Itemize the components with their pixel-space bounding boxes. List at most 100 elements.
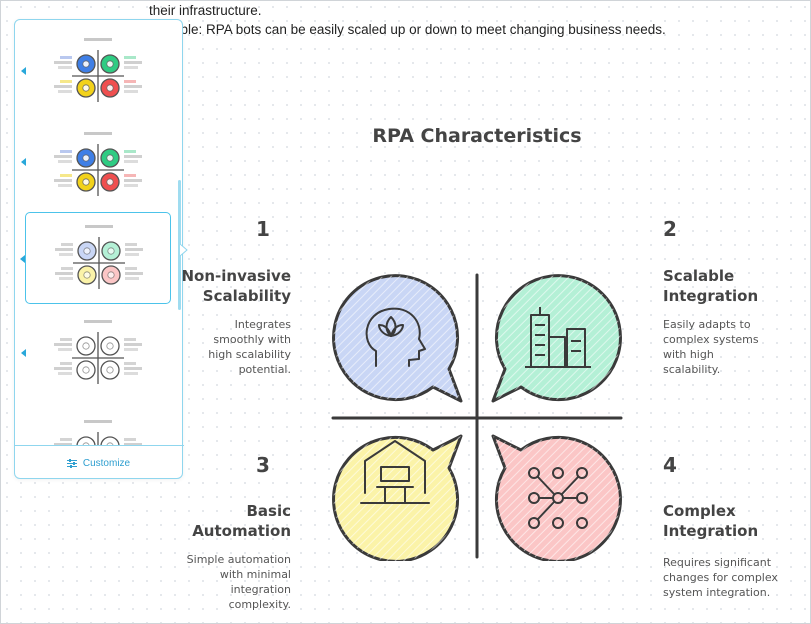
thumb-text-bar: [124, 160, 138, 163]
desc-line: Requires significant: [663, 556, 772, 569]
thumb-circle: [76, 436, 96, 445]
thumb-text-bar: [58, 184, 72, 187]
quadrant-number[interactable]: 2: [663, 217, 677, 241]
thumb-text-bar: [124, 438, 136, 441]
thumb-text-bar: [54, 85, 72, 88]
thumb-text-bar: [54, 343, 72, 346]
thumb-text-bar: [60, 362, 72, 365]
desc-line: integration: [230, 583, 291, 596]
sliders-icon: [66, 458, 77, 468]
thumb-text-bar: [54, 179, 72, 182]
heading-line: Complex: [663, 502, 736, 520]
desc-line: complexity.: [228, 598, 291, 611]
quadrant-description[interactable]: Requires significant changes for complex…: [663, 555, 808, 600]
thumbnail-preview: [54, 132, 142, 196]
thumbnail-arrow-icon: [21, 67, 26, 75]
desc-line: scalability.: [663, 363, 721, 376]
desc-line: Simple automation: [186, 553, 291, 566]
thumb-title-bar: [85, 225, 113, 228]
quadrant-description[interactable]: Simple automation with minimal integrati…: [151, 552, 291, 612]
thumb-text-bar: [60, 150, 72, 153]
thumb-text-bar: [125, 277, 139, 280]
quadrant-number[interactable]: 3: [256, 453, 270, 477]
quadrant-bubble-4[interactable]: [491, 434, 622, 561]
thumb-text-bar: [124, 348, 138, 351]
thumb-text-bar: [59, 277, 73, 280]
thumb-icon-dot: [82, 154, 90, 162]
thumbnail-preview: [55, 225, 143, 289]
heading-line: Scalable: [663, 267, 735, 285]
template-thumbnail[interactable]: [21, 124, 171, 216]
thumb-icon-dot: [82, 342, 90, 350]
desc-line: with minimal: [219, 568, 291, 581]
thumb-icon-dot: [106, 366, 114, 374]
thumb-text-bar: [61, 243, 73, 246]
thumb-text-bar: [124, 184, 138, 187]
desc-line: with high: [663, 348, 714, 361]
thumb-text-bar: [124, 372, 138, 375]
customize-button[interactable]: Customize: [15, 450, 182, 476]
thumb-text-bar: [125, 243, 137, 246]
desc-line: system integration.: [663, 586, 771, 599]
quadrant-bubble-3[interactable]: [332, 434, 463, 561]
quadrant-heading[interactable]: Complex Integration: [663, 501, 758, 541]
diagram-title[interactable]: RPA Characteristics: [372, 125, 582, 147]
desc-line: Integrates: [234, 318, 291, 331]
thumbnail-arrow-icon: [20, 255, 25, 263]
thumb-text-bar: [55, 272, 73, 275]
desc-line: potential.: [238, 363, 291, 376]
thumb-icon-dot: [83, 247, 91, 255]
template-thumbnail[interactable]: [21, 312, 171, 404]
thumb-text-bar: [124, 90, 138, 93]
thumb-text-bar: [124, 179, 142, 182]
selection-pointer-icon: [180, 244, 188, 256]
thumb-icon-dot: [106, 442, 114, 445]
thumbnail-preview: [54, 320, 142, 384]
quadrant-heading[interactable]: Basic Automation: [151, 501, 291, 541]
thumb-text-bar: [124, 61, 142, 64]
thumb-text-bar: [124, 443, 142, 445]
thumb-text-bar: [58, 348, 72, 351]
template-thumbnail-list[interactable]: [15, 20, 184, 446]
template-thumbnail[interactable]: [21, 30, 171, 122]
thumb-text-bar: [125, 253, 139, 256]
thumb-icon-dot: [106, 60, 114, 68]
thumb-text-bar: [55, 248, 73, 251]
thumb-text-bar: [125, 267, 137, 270]
quadrant-bubble-1[interactable]: [332, 274, 463, 403]
quadrant-description[interactable]: Integrates smoothly with high scalabilit…: [161, 317, 291, 377]
quadrant-heading[interactable]: Non-invasive Scalability: [151, 266, 291, 306]
quadrant-heading[interactable]: Scalable Integration: [663, 266, 758, 306]
thumb-text-bar: [58, 160, 72, 163]
thumb-icon-dot: [82, 366, 90, 374]
thumb-text-bar: [60, 80, 72, 83]
quadrant-number[interactable]: 1: [256, 217, 270, 241]
thumb-icon-dot: [106, 342, 114, 350]
thumb-text-bar: [125, 272, 143, 275]
heading-line: Scalability: [202, 287, 291, 305]
quadrant-diagram[interactable]: [321, 261, 641, 561]
thumb-text-bar: [124, 367, 142, 370]
quadrant-description[interactable]: Easily adapts to complex systems with hi…: [663, 317, 803, 377]
scrollbar[interactable]: [178, 180, 181, 310]
document-text-line: their infrastructure.: [149, 3, 262, 18]
thumbnail-arrow-icon: [21, 158, 26, 166]
thumb-text-bar: [124, 80, 136, 83]
heading-line: Basic: [246, 502, 291, 520]
quadrant-number[interactable]: 4: [663, 453, 677, 477]
house-workstation-icon: [360, 440, 430, 504]
template-thumbnail-selected[interactable]: [20, 212, 171, 304]
quadrant-bubble-2[interactable]: [491, 274, 622, 403]
thumb-text-bar: [124, 66, 138, 69]
thumbnail-preview: [54, 420, 142, 445]
thumb-title-bar: [84, 420, 112, 423]
thumb-title-bar: [84, 38, 112, 41]
desc-line: smoothly with: [213, 333, 291, 346]
template-thumbnail[interactable]: [25, 412, 171, 445]
thumb-text-bar: [124, 155, 142, 158]
thumb-text-bar: [58, 66, 72, 69]
thumb-text-bar: [60, 174, 72, 177]
thumb-text-bar: [54, 155, 72, 158]
document-text-line: able: RPA bots can be easily scaled up o…: [173, 22, 666, 37]
heading-line: Automation: [192, 522, 291, 540]
